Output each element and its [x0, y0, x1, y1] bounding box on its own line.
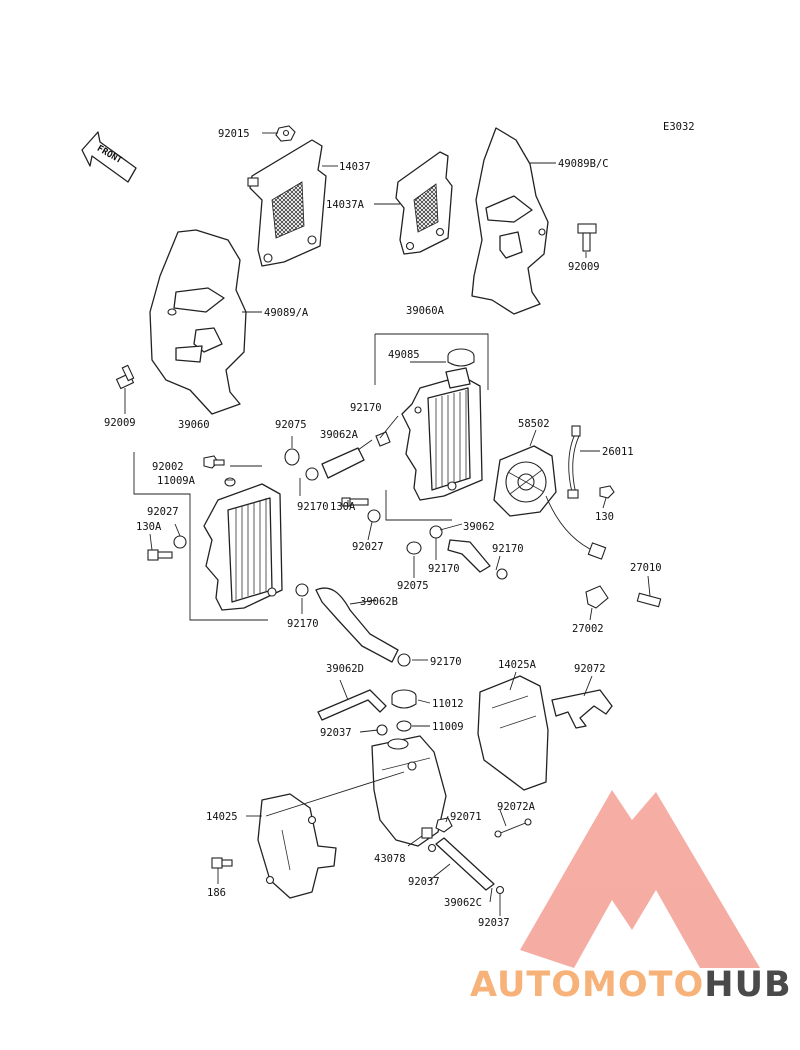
label-92075-top: 92075 — [275, 419, 307, 431]
washer-11009A — [224, 477, 236, 487]
label-39062B: 39062B — [360, 596, 398, 608]
label-92015: 92015 — [218, 128, 250, 140]
clamp-92170-a — [375, 431, 391, 447]
grommet-92075-top — [284, 448, 300, 466]
hose-39062C — [427, 837, 505, 895]
label-92170-a: 92170 — [350, 402, 382, 414]
watermark-triangle-icon — [520, 790, 760, 968]
radiator-cap-49085 — [447, 348, 475, 367]
switch-27002 — [585, 585, 609, 609]
leader-lines — [124, 132, 651, 916]
nut-92015 — [275, 125, 296, 142]
label-92037-b: 92037 — [408, 876, 440, 888]
wire-26011 — [567, 425, 581, 499]
label-92009-right: 92009 — [568, 261, 600, 273]
label-92075-mid: 92075 — [397, 580, 429, 592]
label-92027-mid: 92027 — [352, 541, 384, 553]
hose-39062B — [295, 583, 411, 667]
radiator-cover-center — [395, 151, 453, 255]
hose-39062A — [305, 447, 365, 481]
bolt-92009-left — [115, 364, 135, 390]
label-92037-a: 92037 — [320, 727, 352, 739]
grommet-92075-mid — [406, 541, 422, 555]
label-43078: 43078 — [374, 853, 406, 865]
label-92170-f: 92170 — [430, 656, 462, 668]
label-49085: 49085 — [388, 349, 420, 361]
label-92037-c: 92037 — [478, 917, 510, 929]
label-130A-left: 130A — [136, 521, 162, 533]
frame-39060 — [133, 452, 268, 621]
reservoir-cap-11012 — [391, 689, 417, 709]
diagram-code: E3032 — [663, 121, 695, 133]
radiator-left — [203, 483, 283, 611]
watermark-logo — [520, 790, 760, 968]
label-14037A: 14037A — [326, 199, 365, 211]
radiator-cover-left — [247, 139, 327, 267]
bolt-130A-mid — [341, 497, 381, 523]
bracket-92072A — [494, 818, 532, 838]
washer-11009 — [396, 720, 412, 732]
label-92009-left: 92009 — [104, 417, 136, 429]
label-130-right: 130 — [595, 511, 614, 523]
watermark-text: AUTOMOTOHUB — [470, 965, 792, 1005]
label-92072: 92072 — [574, 663, 606, 675]
bolt-186 — [211, 857, 233, 869]
label-14025A: 14025A — [498, 659, 537, 671]
bracket-92072 — [551, 689, 613, 729]
sensor-27010 — [636, 592, 662, 608]
label-186: 186 — [207, 887, 226, 899]
radiator-right — [401, 367, 483, 501]
label-58502: 58502 — [518, 418, 550, 430]
bolt-92009-right — [577, 223, 597, 252]
label-39062A: 39062A — [320, 429, 359, 441]
label-92027-left: 92027 — [147, 506, 179, 518]
label-92170-c: 92170 — [492, 543, 524, 555]
label-39060: 39060 — [178, 419, 210, 431]
front-arrow-icon: FRONT — [81, 131, 137, 183]
label-39060A: 39060A — [406, 305, 445, 317]
label-92170-e: 92170 — [287, 618, 319, 630]
label-11009: 11009 — [432, 721, 464, 733]
label-92002: 92002 — [152, 461, 184, 473]
label-92170-d: 92170 — [428, 563, 460, 575]
label-14025: 14025 — [206, 811, 238, 823]
label-27010: 27010 — [630, 562, 662, 574]
radiator-shroud-right — [471, 127, 549, 315]
label-92170-b: 92170 — [297, 501, 329, 513]
reservoir-tank-43078 — [371, 735, 447, 847]
label-26011: 26011 — [602, 446, 634, 458]
frame-39060A — [374, 333, 489, 390]
label-11012: 11012 — [432, 698, 464, 710]
watermark-text-part1: AUTOMOTO — [470, 965, 704, 1005]
label-39062C: 39062C — [444, 897, 482, 909]
cooling-fan-58502 — [493, 445, 607, 560]
watermark-text-part2: HUB — [704, 965, 791, 1005]
radiator-shroud-left — [149, 229, 247, 415]
bolt-92002 — [203, 455, 225, 469]
label-11009A: 11009A — [157, 475, 196, 487]
bolt-130A-left — [147, 535, 187, 561]
reservoir-cover-14025 — [257, 793, 337, 899]
bolt-92071 — [435, 817, 453, 833]
label-27002: 27002 — [572, 623, 604, 635]
label-92072A: 92072A — [497, 801, 536, 813]
hose-39062D — [317, 689, 388, 736]
label-49089BC: 49089B/C — [558, 158, 609, 170]
reservoir-cover-14025A — [477, 675, 549, 791]
bolt-130 — [599, 485, 615, 499]
label-49089A: 49089/A — [264, 307, 309, 319]
label-92071: 92071 — [450, 811, 482, 823]
label-39062D: 39062D — [326, 663, 364, 675]
frame-39060A-bottom — [385, 490, 452, 521]
label-130A-mid: 130A — [330, 501, 356, 513]
part-labels: 92015 14037 14037A 49089B/C 92009 49089/… — [104, 128, 662, 929]
label-39062: 39062 — [463, 521, 495, 533]
label-14037: 14037 — [339, 161, 371, 173]
